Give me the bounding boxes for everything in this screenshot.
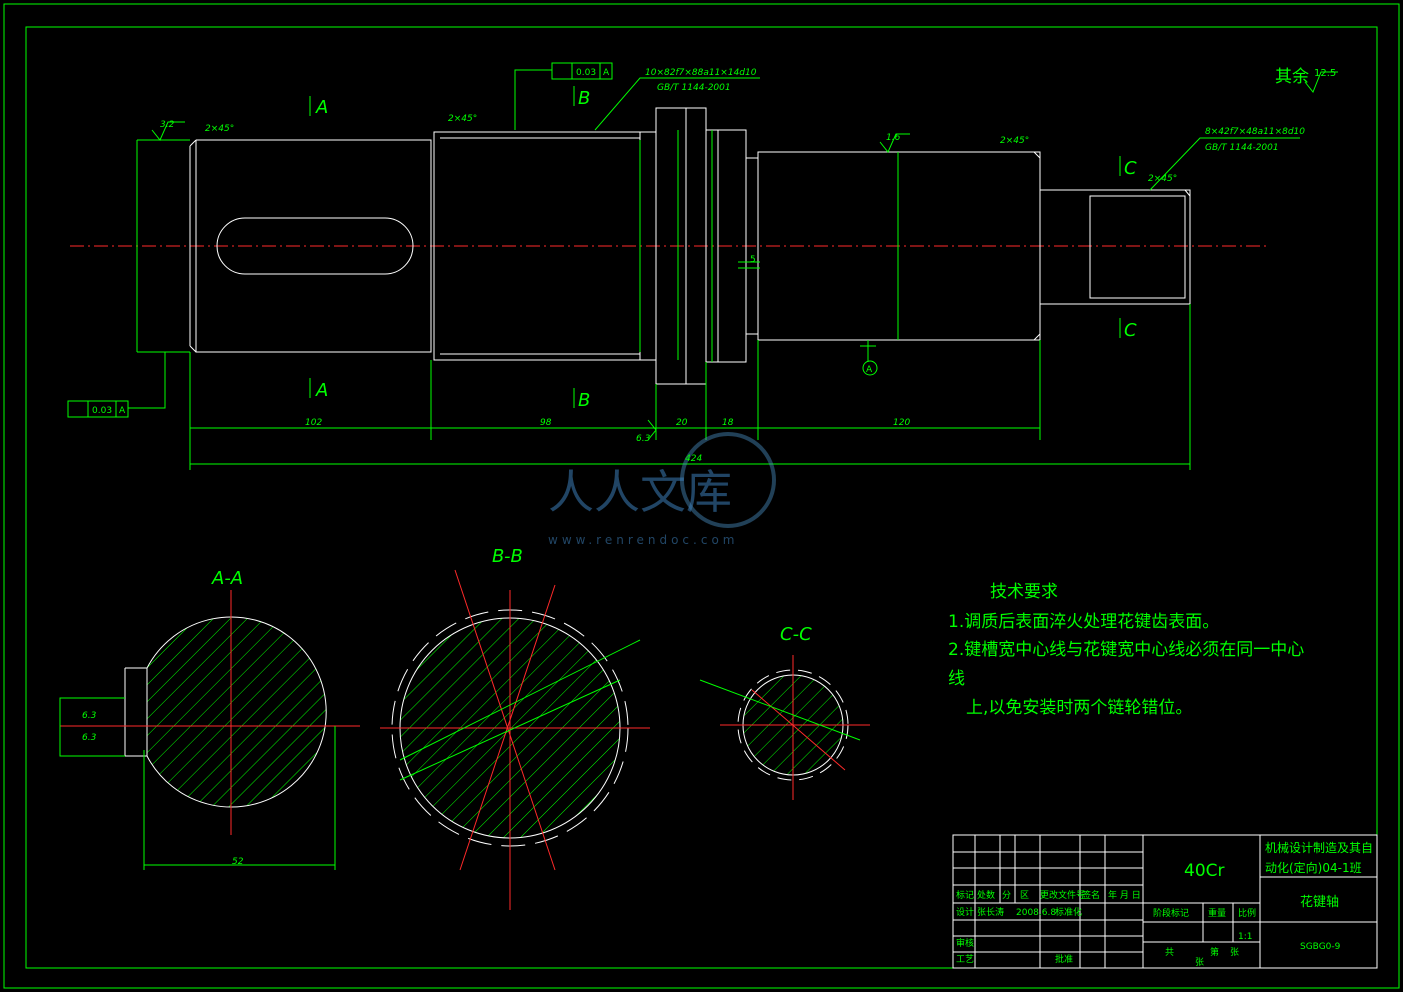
tol-top-datum: A	[603, 68, 610, 78]
roughness-3-2: 3.2	[160, 120, 175, 130]
spline1-std: GB/T 1144-2001	[657, 83, 731, 93]
title-block-grid	[952, 834, 1378, 969]
section-cut-marks	[309, 86, 1121, 408]
h-doc: 更改文件号	[1040, 889, 1085, 901]
dimension-values: 102 98 20 18 120 424 52 6.3 6.3	[82, 418, 910, 867]
section-a-top-label: A	[315, 97, 328, 118]
watermark	[680, 432, 776, 528]
spline2-spec: 8×42f7×48a11×8d10	[1205, 127, 1305, 137]
tech-line-2b: 线	[948, 669, 965, 689]
tech-line-1: 1.调质后表面淬火处理花键齿表面。	[948, 612, 1219, 632]
h-std: 标准化	[1055, 906, 1082, 918]
dim-18: 18	[722, 418, 734, 428]
h-weight: 重量	[1208, 907, 1226, 919]
keyway-slot	[216, 217, 414, 275]
outer-frame	[3, 3, 1400, 989]
dim-98: 98	[540, 418, 552, 428]
h-review: 审核	[956, 937, 974, 949]
h-mark: 标记	[956, 889, 974, 901]
section-a-bottom-label: A	[315, 380, 328, 401]
h-stage: 阶段标记	[1153, 907, 1189, 919]
title-block-text: 40Cr 机械设计制造及其自 动化(定向)04-1班 花键轴 SGBG0-9 1…	[956, 840, 1373, 968]
h-scale: 比例	[1238, 907, 1256, 919]
groove-dim: 5	[750, 255, 756, 265]
tol-left-datum: A	[119, 406, 126, 416]
spline1-spec: 10×82f7×88a11×14d10	[645, 68, 757, 78]
tol-left-value: 0.03	[92, 406, 112, 416]
h-approve: 批准	[1055, 953, 1073, 965]
scale-value: 1:1	[1238, 932, 1252, 942]
watermark-text: 人人文库 www.renrendoc.com	[548, 465, 738, 547]
dimension-lines	[67, 62, 1338, 470]
spline2-std: GB/T 1144-2001	[1205, 143, 1279, 153]
section-aa	[59, 590, 360, 870]
dim-6-3-b: 6.3	[82, 733, 97, 743]
watermark-logo-text: 人人文库	[548, 465, 732, 519]
section-b-top-label: B	[578, 88, 590, 109]
h-sheet: 张	[1195, 957, 1204, 968]
tech-line-2a: 2.键槽宽中心线与花键宽中心线必须在同一中心	[948, 640, 1304, 660]
annotation-texts: 10×82f7×88a11×14d10 GB/T 1144-2001 8×42f…	[92, 68, 1305, 444]
tech-title: 技术要求	[990, 582, 1058, 602]
tech-line-3: 上,以免安装时两个链轮错位。	[966, 698, 1192, 718]
surface-note: 其余 12.5	[1275, 67, 1336, 87]
section-b-bottom-label: B	[578, 390, 590, 411]
part-name: 花键轴	[1300, 894, 1339, 910]
drawing-number: SGBG0-9	[1300, 942, 1341, 952]
section-labels: A A B B C C A-A B-B C-C	[211, 88, 1137, 645]
school-line-1: 机械设计制造及其自	[1265, 840, 1373, 855]
technical-requirements: 技术要求 1.调质后表面淬火处理花键齿表面。 2.键槽宽中心线与花键宽中心线必须…	[948, 582, 1304, 718]
designer: 张长涛	[977, 906, 1004, 918]
inner-frame	[25, 26, 1378, 969]
h-page-2: 张	[1230, 947, 1239, 958]
school-line-2: 动化(定向)04-1班	[1265, 860, 1362, 875]
h-date: 年 月 日	[1108, 889, 1141, 901]
section-c-bottom-label: C	[1124, 320, 1137, 341]
material: 40Cr	[1184, 861, 1225, 881]
watermark-url: www.renrendoc.com	[548, 533, 738, 547]
shaft-view	[70, 107, 1270, 385]
chamfer-2: 2×45°	[448, 114, 477, 124]
h-count: 处数	[977, 889, 995, 901]
dim-52: 52	[232, 857, 244, 867]
dim-102: 102	[305, 418, 322, 428]
section-aa-title: A-A	[211, 568, 243, 589]
dim-120: 120	[893, 418, 910, 428]
dim-6-3-a: 6.3	[82, 711, 97, 721]
tol-top-value: 0.03	[576, 68, 596, 78]
datum-a-label: A	[866, 365, 873, 375]
h-total: 共	[1165, 947, 1174, 958]
section-bb-title: B-B	[492, 546, 523, 567]
roughness-6-3: 6.3	[636, 434, 651, 444]
design-date: 2008.6.8	[1016, 908, 1056, 918]
section-c-top-label: C	[1124, 158, 1137, 179]
roughness-1-6: 1.6	[886, 133, 901, 143]
chamfer-4: 2×45°	[1148, 174, 1177, 184]
dim-424: 424	[685, 454, 702, 464]
section-cc-title: C-C	[780, 624, 812, 645]
dim-20: 20	[676, 418, 688, 428]
h-zone: 分 区	[1002, 890, 1029, 901]
rest-roughness-value: 12.5	[1314, 68, 1336, 79]
h-page: 第	[1210, 946, 1219, 958]
section-cc	[699, 655, 870, 800]
h-design: 设计	[956, 906, 974, 918]
chamfer-3: 2×45°	[1000, 136, 1029, 146]
rest-roughness-label: 其余	[1275, 67, 1309, 87]
chamfer-1: 2×45°	[205, 124, 234, 134]
section-bb	[380, 569, 650, 910]
h-process: 工艺	[956, 954, 974, 965]
h-sign: 签名	[1082, 889, 1100, 901]
